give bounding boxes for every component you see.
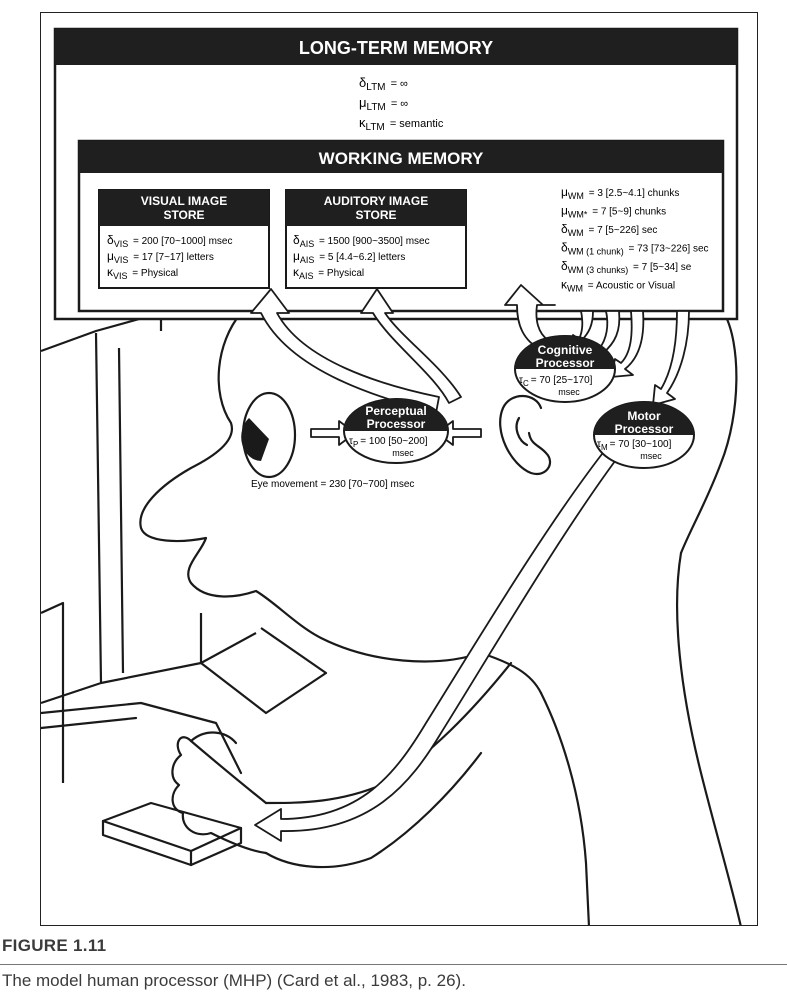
perceptual-unit: msec: [392, 448, 414, 458]
vis-title-line1: VISUAL IMAGE: [141, 194, 227, 208]
visual-image-store: VISUAL IMAGE STORE δVIS = 200 [70~1000] …: [99, 190, 269, 288]
cognitive-unit: msec: [558, 387, 580, 397]
vis-title-line2: STORE: [163, 208, 204, 222]
motor-processor: Motor Processor τM= 70 [30~100] msec: [594, 402, 694, 468]
ltm-title: LONG-TERM MEMORY: [299, 38, 493, 58]
motor-line2: Processor: [615, 422, 674, 436]
figure-frame: LONG-TERM MEMORY δLTM = ∞μLTM = ∞κLTM = …: [40, 12, 758, 926]
cognitive-line2: Processor: [536, 356, 595, 370]
caption-divider: [0, 964, 787, 965]
eye-movement-label: Eye movement = 230 [70~700] msec: [251, 479, 414, 490]
ais-title-line1: AUDITORY IMAGE: [324, 194, 428, 208]
flow-arrows: [251, 285, 689, 841]
mhp-diagram: LONG-TERM MEMORY δLTM = ∞μLTM = ∞κLTM = …: [41, 13, 758, 926]
eye-illustration: [241, 393, 295, 477]
wm-title: WORKING MEMORY: [319, 149, 484, 168]
arrow-motor-to-hand: [255, 445, 621, 841]
perceptual-line2: Processor: [367, 417, 426, 431]
cognitive-processor: Cognitive Processor τC= 70 [25~170] msec: [515, 336, 615, 402]
perceptual-line1: Perceptual: [365, 404, 426, 418]
caption-text: The model human processor (MHP) (Card et…: [2, 971, 466, 991]
motor-line1: Motor: [627, 409, 661, 423]
auditory-image-store: AUDITORY IMAGE STORE δAIS = 1500 [900~35…: [286, 190, 466, 288]
monitor-illustration: [41, 313, 326, 783]
perceptual-processor: Perceptual Processor τP= 100 [50~200] ms…: [344, 399, 448, 463]
arrow-wm-to-motor: [653, 311, 689, 405]
motor-unit: msec: [640, 451, 662, 461]
ais-title-line2: STORE: [355, 208, 396, 222]
figure-number: FIGURE 1.11: [2, 936, 106, 956]
cognitive-line1: Cognitive: [538, 343, 593, 357]
